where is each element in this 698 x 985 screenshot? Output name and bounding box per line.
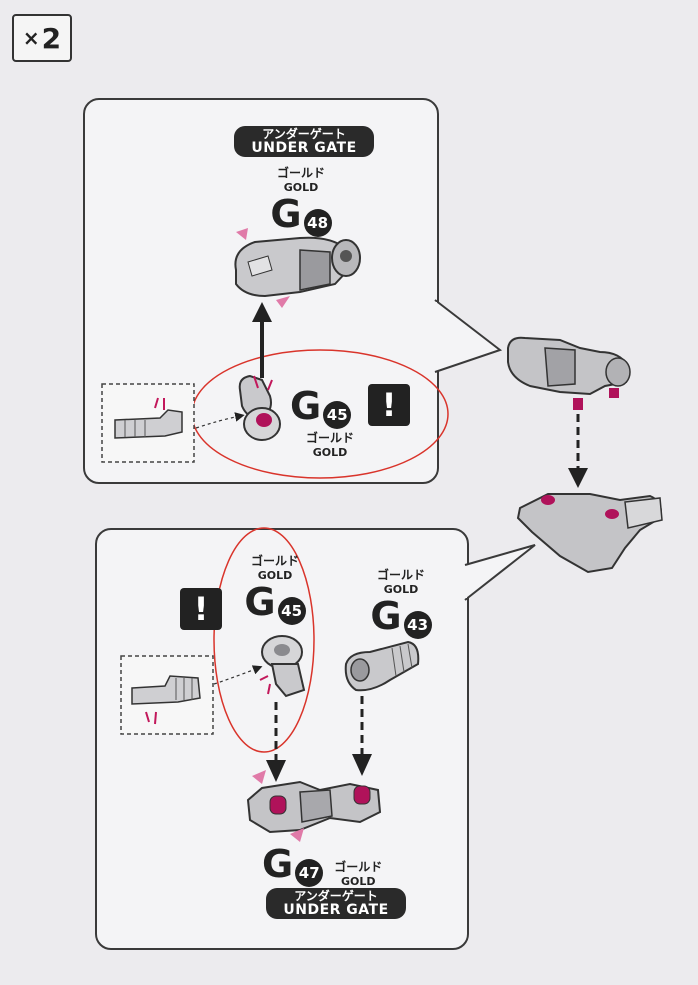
- marker-triangle: [290, 828, 304, 842]
- color-jp: ゴールド: [250, 554, 299, 568]
- under-gate-label-top: アンダーゲート UNDER GATE: [234, 126, 374, 158]
- color-jp: ゴールド: [334, 859, 383, 874]
- marker-triangle: [236, 228, 248, 240]
- color-en: GOLD: [283, 181, 319, 194]
- marker-triangle: [252, 770, 266, 784]
- under-gate-en: UNDER GATE: [283, 901, 389, 918]
- color-en: GOLD: [341, 874, 376, 888]
- under-gate-en: UNDER GATE: [251, 139, 357, 156]
- runner-letter: G: [244, 580, 276, 624]
- color-en: GOLD: [257, 569, 293, 582]
- color-en: GOLD: [312, 445, 348, 459]
- under-gate-jp: アンダーゲート: [294, 889, 378, 903]
- gate-detail-top: [114, 409, 183, 439]
- color-jp: ゴールド: [305, 430, 354, 445]
- runner-letter: G: [262, 842, 294, 886]
- bottom-instruction-panel: [95, 528, 469, 950]
- runner-number: 45: [277, 596, 306, 625]
- under-gate-jp: アンダーゲート: [262, 127, 346, 141]
- marker-triangle: [276, 296, 290, 308]
- runner-number: 43: [403, 610, 432, 639]
- runner-letter: G: [270, 192, 302, 236]
- part-g45-top-illustration: [238, 374, 281, 441]
- runner-letter: G: [370, 594, 402, 638]
- quantity-count: 2: [41, 21, 62, 55]
- top-callout-tail: [434, 299, 503, 373]
- runner-letter: G: [290, 384, 322, 428]
- color-jp: ゴールド: [276, 166, 325, 180]
- part-g43-illustration: [344, 640, 420, 692]
- runner-number: 47: [295, 858, 324, 887]
- part-g47-illustration: [246, 780, 382, 834]
- quantity-prefix: ×: [22, 26, 40, 50]
- part-g45-bottom-illustration: [261, 635, 306, 698]
- color-en: GOLD: [383, 583, 419, 596]
- highlight-ellipse-bottom: [213, 527, 315, 753]
- gate-detail-bottom: [131, 675, 201, 705]
- side-assembly-upper: [507, 336, 631, 410]
- under-gate-label-bottom: アンダーゲート UNDER GATE: [266, 888, 406, 920]
- bottom-callout-tail: [464, 544, 536, 601]
- part-g48-illustration: [234, 236, 361, 298]
- runner-number: 48: [303, 208, 332, 237]
- warning-icon: !: [368, 384, 410, 426]
- color-jp: ゴールド: [376, 568, 425, 582]
- quantity-badge: ×2: [12, 14, 72, 62]
- runner-number: 45: [323, 400, 352, 429]
- side-assembly-lower: [516, 493, 663, 574]
- warning-icon: !: [180, 588, 222, 630]
